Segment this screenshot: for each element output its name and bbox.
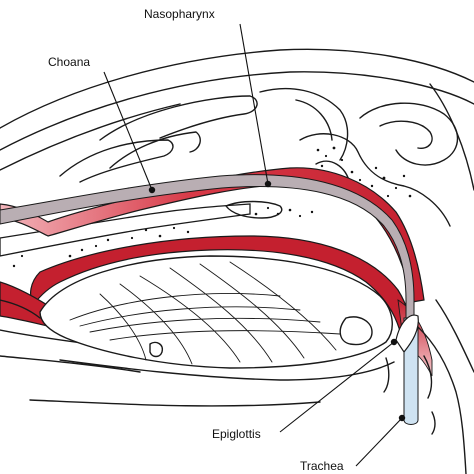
laryngeal-cartilages: [383, 355, 436, 435]
label-epiglottis: Epiglottis: [212, 427, 261, 441]
leader-lines: [103, 23, 406, 467]
hyoid-structures: [29, 299, 474, 474]
label-nasopharynx: Nasopharynx: [144, 7, 215, 21]
oropharynx: [30, 235, 413, 341]
skull-base: [299, 83, 474, 227]
tongue: [39, 255, 393, 369]
skull-outline: [0, 48, 474, 171]
nasal-turbinates: [59, 87, 349, 183]
epiglottis-marker: [390, 338, 398, 346]
choana-leader: [103, 71, 153, 191]
trachea-leader: [355, 417, 403, 467]
choana-marker: [148, 186, 156, 194]
epiglottis-leader: [279, 341, 395, 433]
nasopharynx-marker: [264, 180, 272, 188]
label-choana: Choana: [48, 55, 90, 69]
nasopharynx-leader: [239, 23, 269, 185]
label-trachea: Trachea: [300, 459, 344, 473]
epiglottis-shape: [395, 314, 419, 354]
trachea-marker: [398, 414, 406, 422]
